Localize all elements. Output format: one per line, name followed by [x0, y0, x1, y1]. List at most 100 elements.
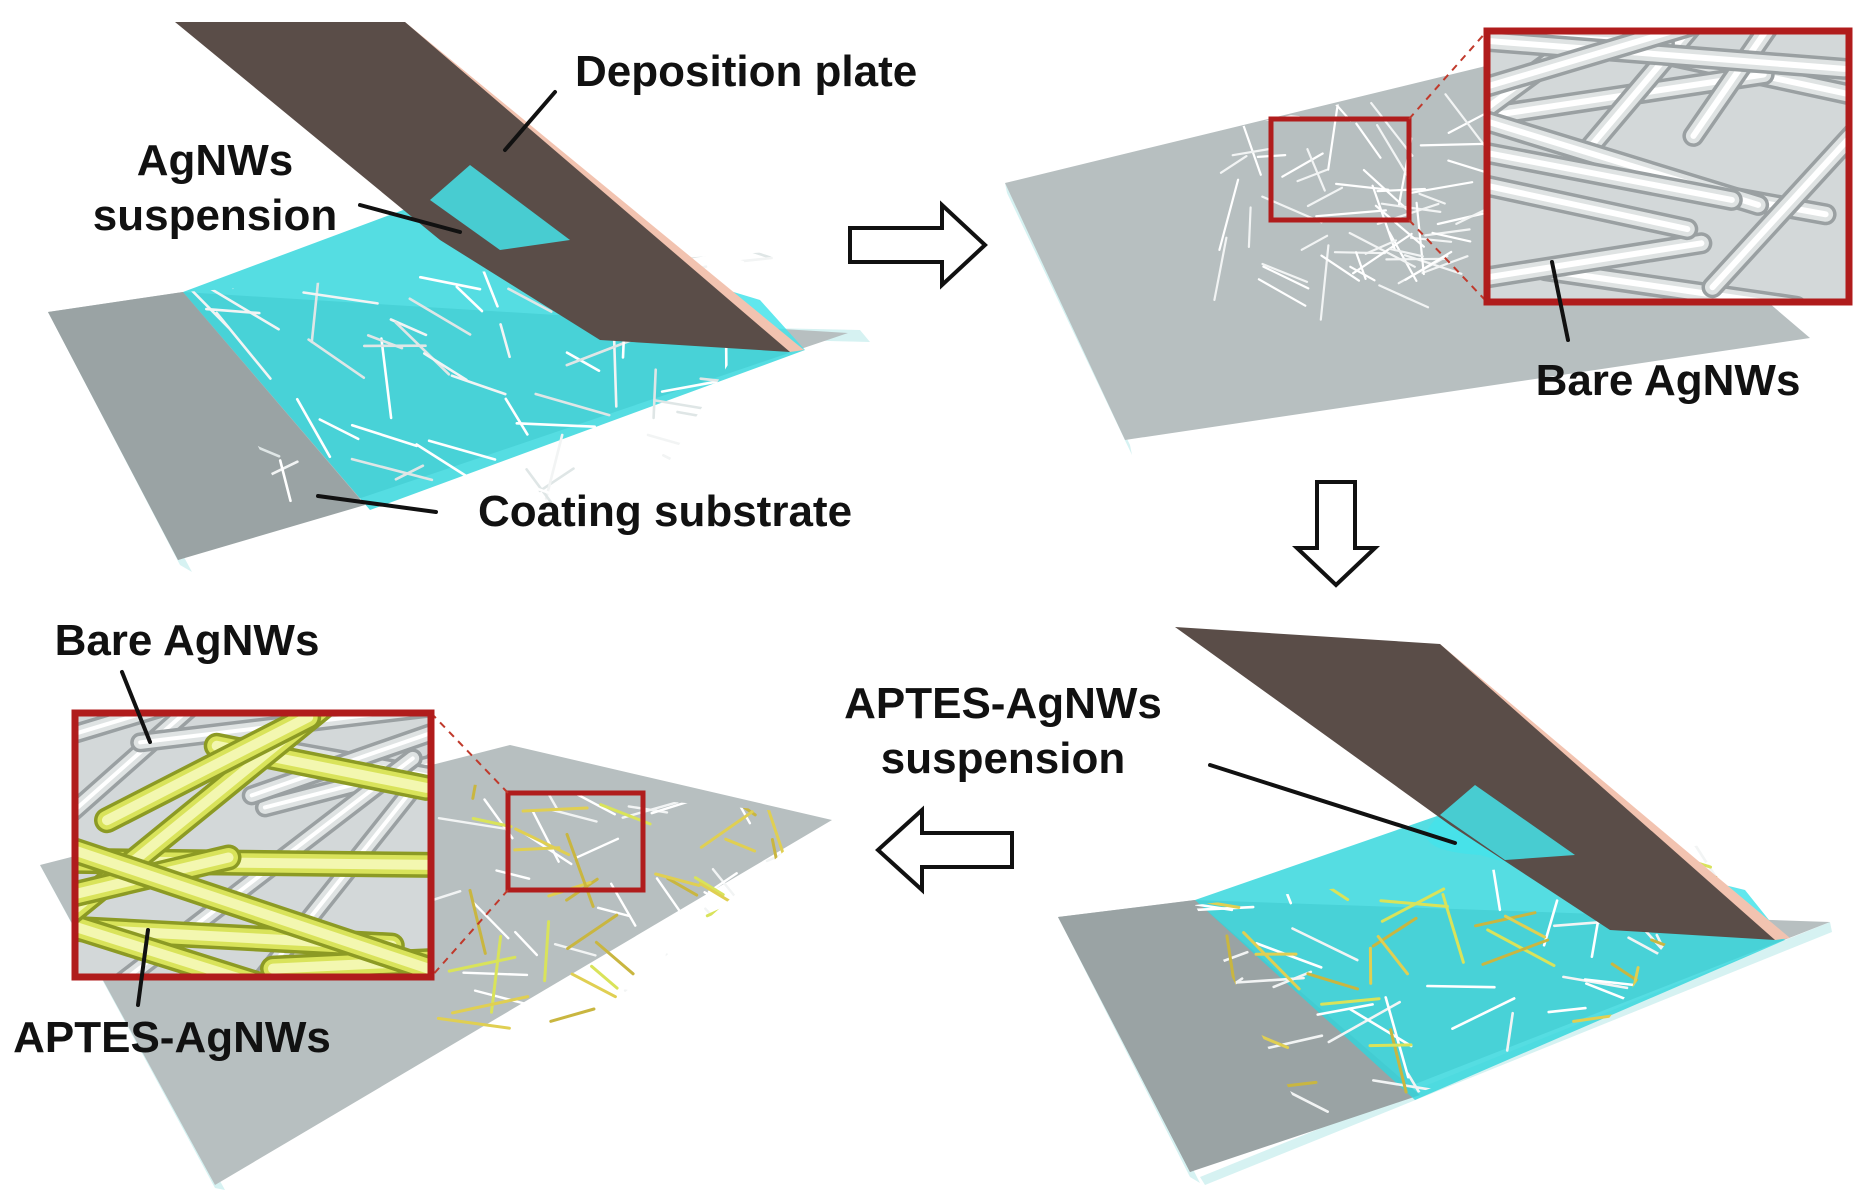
nanowire — [703, 961, 735, 990]
nanowire — [575, 792, 616, 816]
nanowire — [1247, 206, 1252, 248]
nanowire — [1638, 1074, 1651, 1125]
nanowire — [698, 882, 770, 926]
nanowire — [709, 395, 752, 449]
nanowire — [447, 955, 517, 973]
nanowire — [427, 439, 497, 461]
nanowire — [507, 287, 553, 313]
nanowire — [544, 433, 564, 500]
nanowire — [513, 846, 561, 852]
nanowire — [490, 934, 503, 1014]
plate-wetting-2 — [1440, 785, 1575, 860]
nanowire — [1195, 905, 1255, 912]
nanowire — [1261, 262, 1309, 283]
nanowire — [1376, 935, 1409, 976]
nanowire — [1542, 899, 1559, 947]
label-bare-agnws-bottom: Bare AgNWs — [55, 616, 320, 665]
nanowire — [515, 421, 597, 429]
nanowire — [570, 972, 617, 999]
nanowire — [612, 326, 618, 408]
nanowire — [1348, 231, 1416, 268]
nanowire — [704, 907, 757, 963]
nanowire-zoomed — [1487, 37, 1848, 72]
nanowire — [662, 974, 727, 994]
nanowire — [623, 989, 683, 1003]
nanowire — [1529, 1059, 1568, 1080]
nanowire — [646, 433, 724, 458]
nanowire — [693, 876, 725, 897]
nanowire — [723, 989, 751, 1055]
nanowire — [675, 951, 703, 1023]
nanowire — [1664, 1027, 1699, 1052]
nanowire — [278, 459, 292, 503]
nanowire — [718, 780, 761, 790]
nanowire — [666, 876, 699, 897]
leader-bare-agnws-bottom — [120, 670, 152, 744]
nanowire — [1421, 255, 1469, 274]
nanowire — [750, 1015, 822, 1021]
nanowire — [451, 995, 530, 1015]
nanowire — [1380, 887, 1446, 923]
label-aptes-suspension-1: APTES-AgNWs — [844, 679, 1162, 728]
leader-coating-substrate — [316, 494, 438, 514]
nanowire — [350, 423, 418, 448]
nanowire — [738, 971, 788, 994]
nanowire — [394, 320, 451, 376]
zoom-guide-top — [1408, 30, 1488, 120]
nanowire — [1505, 1011, 1514, 1052]
uncoated-region — [48, 292, 365, 560]
leader-aptes-suspension — [1208, 763, 1457, 845]
nanowire — [1426, 984, 1496, 989]
nanowire — [1409, 236, 1453, 243]
leader-aptes-agnws — [136, 928, 150, 1007]
nanowire — [1404, 250, 1453, 281]
nanowire — [722, 1012, 761, 1019]
nanowire — [667, 947, 703, 970]
nanowire — [1281, 152, 1324, 178]
nanowire — [663, 442, 726, 486]
nanowire — [504, 397, 529, 436]
nanowire — [471, 817, 513, 829]
nanowire — [1319, 244, 1330, 321]
label-agnws-suspension-1: AgNWs — [137, 136, 293, 185]
nanowire — [635, 982, 686, 993]
nanowire — [471, 901, 510, 940]
leader-bare-agnws-top — [1550, 260, 1570, 342]
nanowire — [1675, 1035, 1717, 1046]
nanowire — [1474, 911, 1537, 928]
nanowire — [661, 453, 729, 490]
nanowire — [525, 468, 553, 504]
nanowire — [1389, 1028, 1408, 1094]
nanowire-zoomed — [138, 713, 402, 745]
zoom-border — [1483, 27, 1853, 306]
nanowire — [1306, 186, 1344, 208]
nanowire — [752, 983, 812, 1010]
nanowire — [1562, 975, 1629, 990]
nanowire — [1690, 1039, 1732, 1045]
nanowire-zoomed — [102, 713, 314, 826]
nanowire — [746, 869, 756, 930]
panel-step-2 — [1005, 27, 1853, 455]
plate-wetting — [430, 165, 570, 250]
nanowire — [1374, 204, 1426, 248]
substrate-edge — [1005, 183, 1132, 455]
nanowire — [722, 953, 791, 988]
nanowire — [295, 397, 332, 459]
nanowire — [702, 250, 772, 259]
nanowire — [514, 930, 539, 957]
nanowire — [553, 943, 597, 957]
zoom-guide-top-2 — [430, 712, 509, 794]
nanowire-zoomed — [1690, 31, 1770, 139]
label-aptes-agnws: APTES-AgNWs — [13, 1013, 331, 1062]
nanowire — [1547, 1006, 1587, 1014]
nanowire — [574, 837, 620, 860]
nanowire — [621, 801, 679, 819]
nanowire — [415, 443, 475, 482]
label-deposition-plate: Deposition plate — [575, 47, 917, 96]
nanowire — [1436, 210, 1492, 226]
nanowire — [1349, 265, 1376, 282]
nanowire — [1316, 1003, 1374, 1016]
nanowire — [594, 940, 635, 976]
nanowire — [1410, 181, 1474, 194]
